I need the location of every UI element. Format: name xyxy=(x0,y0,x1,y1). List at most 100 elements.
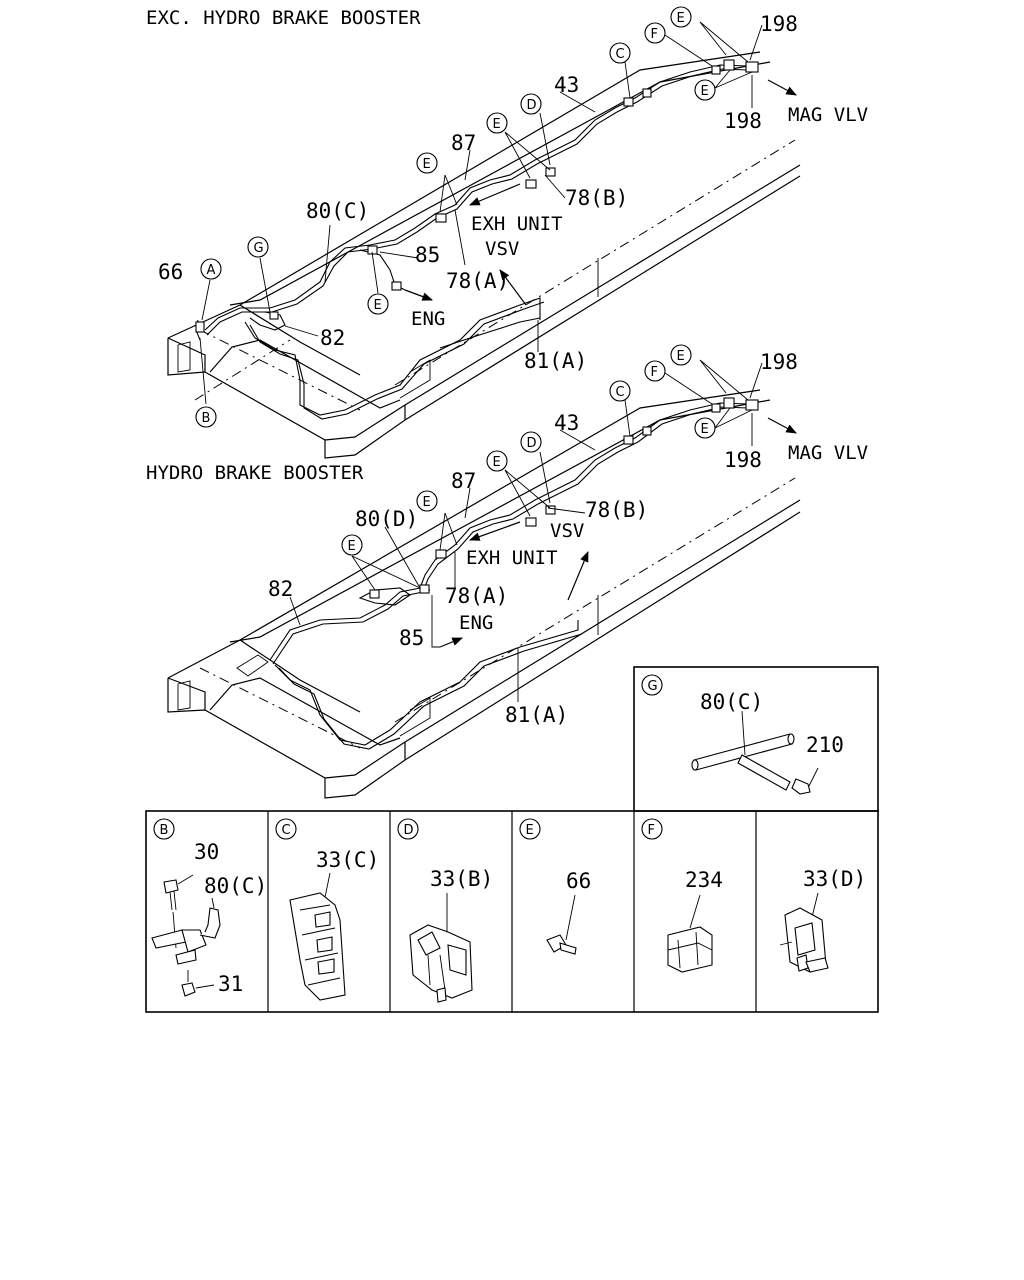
lower-callout-e3: E xyxy=(486,450,508,472)
upper-callout-e2: E xyxy=(694,79,716,101)
upper-label-66: 66 xyxy=(158,260,183,284)
lower-callout-e5: E xyxy=(341,534,363,556)
svg-text:E: E xyxy=(493,117,501,132)
svg-text:B: B xyxy=(202,411,211,426)
lower-label-85: 85 xyxy=(399,626,424,650)
upper-label-81a: 81(A) xyxy=(524,349,587,373)
upper-callout-b: B xyxy=(195,406,217,428)
lower-label-81a: 81(A) xyxy=(505,703,568,727)
upper-label-eng: ENG xyxy=(411,308,445,330)
svg-text:D: D xyxy=(527,98,537,113)
lower-callout-e1: E xyxy=(670,344,692,366)
upper-label-82: 82 xyxy=(320,326,345,350)
upper-label-exh-unit: EXH UNIT xyxy=(471,213,563,235)
upper-label-87: 87 xyxy=(451,131,476,155)
lower-label-43: 43 xyxy=(554,411,579,435)
svg-text:E: E xyxy=(374,298,382,313)
svg-text:E: E xyxy=(677,11,685,26)
upper-label-78a: 78(A) xyxy=(446,269,509,293)
upper-callout-e1: E xyxy=(670,6,692,28)
upper-label-mag-vlv: MAG VLV xyxy=(788,104,868,126)
detail-c-callout: C xyxy=(275,818,297,840)
detail-row: B 30 80(C) 31 C 33(C) xyxy=(145,810,879,1013)
lower-label-198-top: 198 xyxy=(760,350,798,374)
detail-c-panel: C 33(C) xyxy=(275,818,379,1001)
upper-label-198-bottom: 198 xyxy=(724,109,762,133)
upper-callout-c: C xyxy=(609,42,631,64)
detail-g-pipe-tee xyxy=(691,710,819,795)
svg-text:E: E xyxy=(493,455,501,470)
lower-diagram: HYDRO BRAKE BOOSTER xyxy=(146,344,868,799)
svg-text:F: F xyxy=(651,365,658,380)
upper-callout-f: F xyxy=(644,22,666,44)
upper-callouts: E F E C D E E G A E B xyxy=(195,6,716,428)
detail-b-label-30: 30 xyxy=(194,840,219,864)
lower-leaders xyxy=(289,359,797,702)
lower-frame xyxy=(167,389,801,799)
upper-section-title: EXC. HYDRO BRAKE BOOSTER xyxy=(146,7,421,29)
upper-label-43: 43 xyxy=(554,73,579,97)
detail-d-panel: D 33(B) xyxy=(397,818,493,1003)
svg-text:D: D xyxy=(527,436,537,451)
detail-33d-label: 33(D) xyxy=(803,867,866,891)
upper-callout-e4: E xyxy=(416,152,438,174)
lower-label-78a: 78(A) xyxy=(445,584,508,608)
svg-text:E: E xyxy=(423,495,431,510)
detail-f-panel: F 234 xyxy=(641,818,723,973)
detail-e-panel: E 66 xyxy=(519,818,591,955)
lower-brake-pipes xyxy=(269,402,749,750)
upper-callout-d: D xyxy=(520,93,542,115)
upper-label-85: 85 xyxy=(415,243,440,267)
lower-label-198-bottom: 198 xyxy=(724,448,762,472)
lower-callout-e4: E xyxy=(416,490,438,512)
detail-b-label-31: 31 xyxy=(218,972,243,996)
upper-label-80c: 80(C) xyxy=(306,199,369,223)
detail-c-label-33c: 33(C) xyxy=(316,848,379,872)
svg-text:E: E xyxy=(677,349,685,364)
lower-callout-d: D xyxy=(520,431,542,453)
svg-text:D: D xyxy=(404,823,414,838)
detail-b-panel: B 30 80(C) 31 xyxy=(151,818,267,997)
upper-label-198-top: 198 xyxy=(760,12,798,36)
svg-text:B: B xyxy=(160,823,169,838)
lower-label-78b: 78(B) xyxy=(585,498,648,522)
detail-g-callout: G xyxy=(641,674,663,696)
lower-label-82: 82 xyxy=(268,577,293,601)
svg-text:A: A xyxy=(207,263,216,278)
detail-b-callout: B xyxy=(153,818,175,840)
lower-section-title: HYDRO BRAKE BOOSTER xyxy=(146,462,364,484)
upper-label-78b: 78(B) xyxy=(565,186,628,210)
detail-33d-panel: 33(D) xyxy=(779,867,866,973)
svg-text:G: G xyxy=(648,679,658,694)
upper-leaders xyxy=(199,21,797,405)
svg-text:E: E xyxy=(701,422,709,437)
lower-label-vsv: VSV xyxy=(550,520,584,542)
lower-clips xyxy=(369,397,759,599)
lower-callout-f: F xyxy=(644,360,666,382)
upper-callout-e5: E xyxy=(367,293,389,315)
svg-text:C: C xyxy=(282,823,291,838)
detail-g-panel: G 80(C) 210 xyxy=(633,666,879,812)
upper-callout-a: A xyxy=(200,258,222,280)
svg-text:F: F xyxy=(651,27,658,42)
detail-e-callout: E xyxy=(519,818,541,840)
upper-label-vsv: VSV xyxy=(485,238,519,260)
svg-text:E: E xyxy=(701,84,709,99)
lower-label-87: 87 xyxy=(451,469,476,493)
upper-diagram: EXC. HYDRO BRAKE BOOSTER xyxy=(146,6,868,459)
detail-g-label-210: 210 xyxy=(806,733,844,757)
svg-text:E: E xyxy=(526,823,534,838)
upper-callout-e3: E xyxy=(486,112,508,134)
detail-d-label-33b: 33(B) xyxy=(430,867,493,891)
lower-label-exh-unit: EXH UNIT xyxy=(466,547,558,569)
upper-clips xyxy=(195,59,759,333)
detail-e-label-66: 66 xyxy=(566,869,591,893)
svg-text:E: E xyxy=(423,157,431,172)
lower-label-mag-vlv: MAG VLV xyxy=(788,442,868,464)
lower-label-80d: 80(D) xyxy=(355,507,418,531)
svg-text:C: C xyxy=(616,47,625,62)
detail-f-callout: F xyxy=(641,818,663,840)
detail-d-callout: D xyxy=(397,818,419,840)
svg-text:G: G xyxy=(254,241,264,256)
svg-text:C: C xyxy=(616,385,625,400)
